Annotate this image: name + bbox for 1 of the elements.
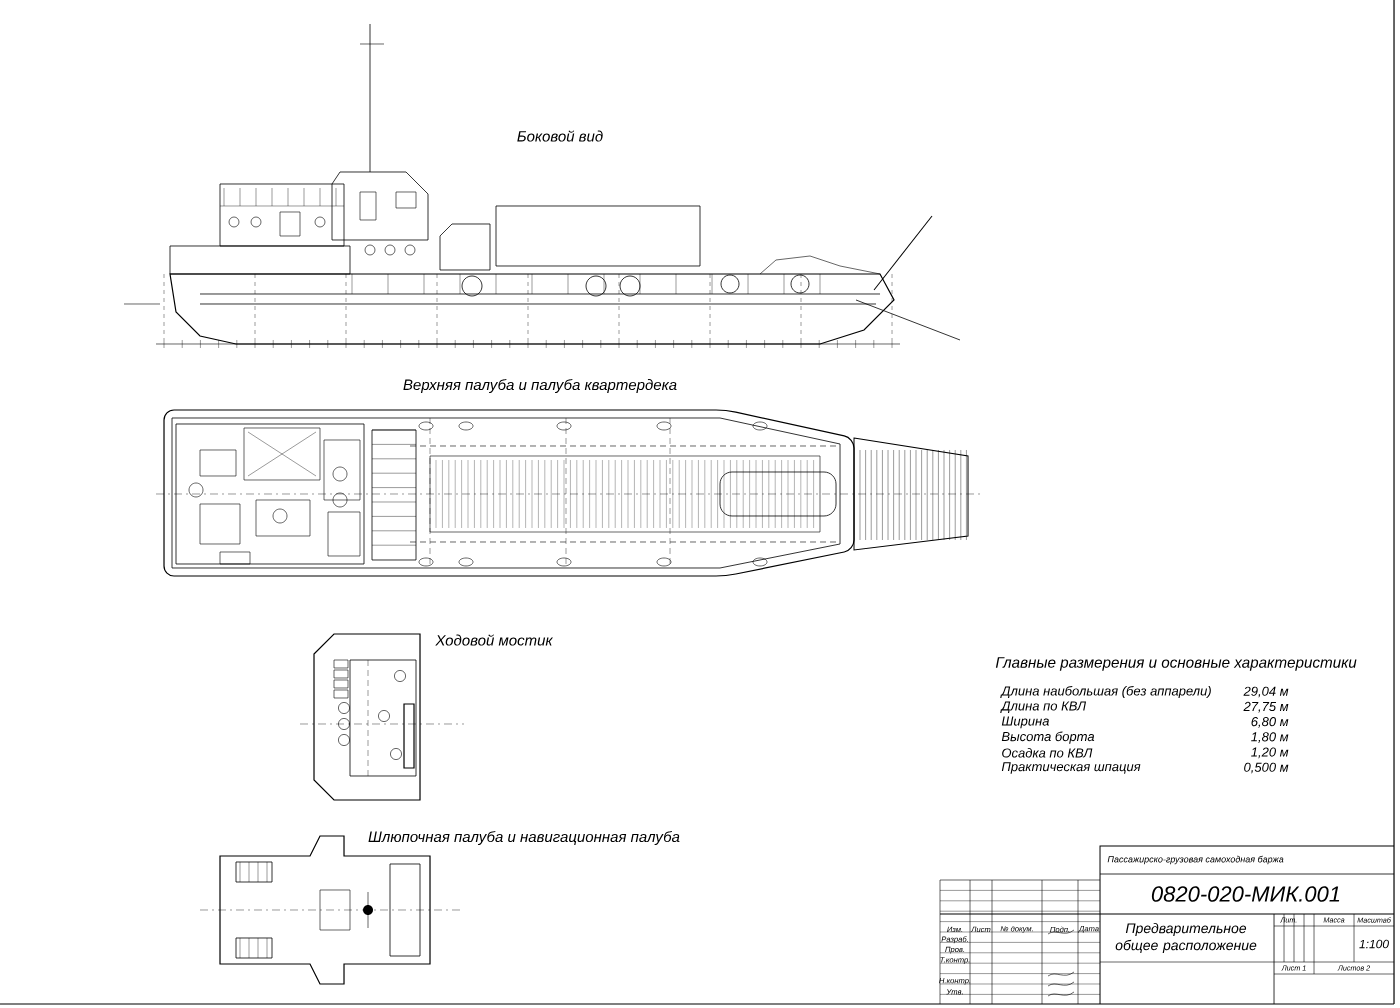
drawing-number: 0820-020-МИК.001 (1151, 886, 1340, 902)
